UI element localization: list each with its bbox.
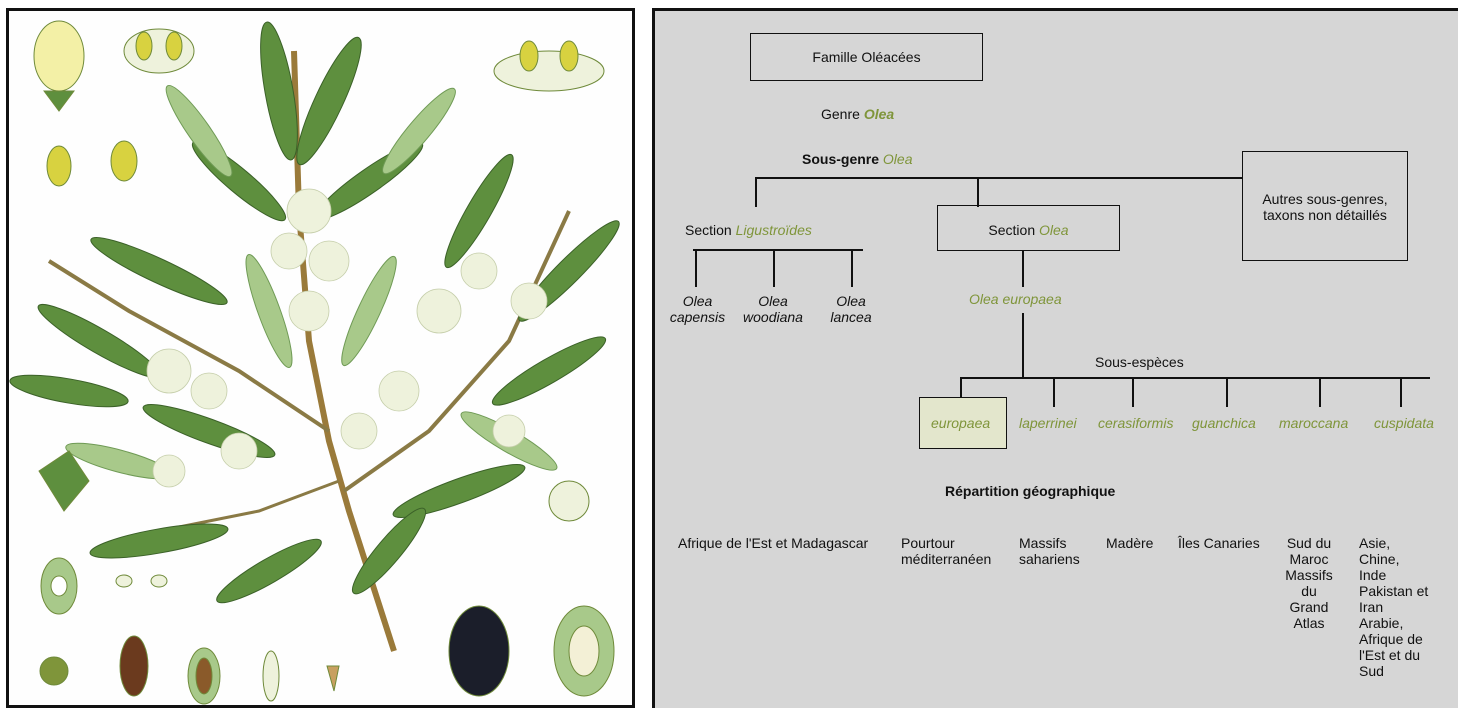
- region-asie: Asie, Chine, Inde Pakistan et Iran Arabi…: [1359, 535, 1428, 679]
- connector: [1053, 377, 1055, 407]
- connector: [773, 249, 775, 287]
- connector: [1400, 377, 1402, 407]
- region-sahara: Massifs sahariens: [1019, 535, 1080, 567]
- olive-illustration-panel: [6, 8, 635, 708]
- region-afrique-est: Afrique de l'Est et Madagascar: [678, 535, 868, 551]
- connector: [693, 249, 863, 251]
- region-mediterranee: Pourtour méditerranéen: [901, 535, 991, 567]
- connector: [695, 249, 697, 287]
- species-lancea: Olea lancea: [821, 293, 881, 325]
- connector: [1022, 313, 1024, 377]
- connector: [960, 377, 962, 397]
- section-olea-name: Olea: [1039, 222, 1069, 238]
- section-lig-name: Ligustroïdes: [736, 222, 812, 238]
- classification-diagram: Famille Oléacées Genre Olea Sous-genre O…: [652, 8, 1458, 708]
- autres-label: Autres sous-genres, taxons non détaillés: [1242, 191, 1408, 223]
- region-madere: Madère: [1106, 535, 1153, 551]
- subspecies-guanchica: guanchica: [1192, 415, 1256, 431]
- species-capensis: Olea capensis: [665, 293, 730, 325]
- genre-prefix: Genre: [821, 106, 864, 122]
- genre-label: Genre Olea: [821, 106, 894, 122]
- subspecies-cerasiformis: cerasiformis: [1098, 415, 1173, 431]
- connector: [851, 249, 853, 287]
- sousgenre-label: Sous-genre Olea: [802, 151, 912, 167]
- genre-name: Olea: [864, 106, 894, 122]
- sousgenre-prefix: Sous-genre: [802, 151, 883, 167]
- famille-label: Famille Oléacées: [750, 49, 983, 65]
- connector: [1022, 251, 1024, 287]
- connector: [755, 177, 1242, 179]
- sousgenre-name: Olea: [883, 151, 913, 167]
- olea-europaea-label: Olea europaea: [969, 291, 1062, 307]
- subspecies-laperrinei: laperrinei: [1019, 415, 1077, 431]
- section-olea-prefix: Section: [988, 222, 1039, 238]
- subspecies-europaea: europaea: [931, 415, 990, 431]
- olive-branch-illustration: [9, 11, 632, 705]
- section-lig-prefix: Section: [685, 222, 736, 238]
- section-ligustroides-label: Section Ligustroïdes: [685, 222, 812, 238]
- repartition-title: Répartition géographique: [945, 483, 1115, 499]
- subspecies-maroccana: maroccana: [1279, 415, 1348, 431]
- region-canaries: Îles Canaries: [1178, 535, 1260, 551]
- connector: [755, 177, 757, 207]
- connector: [977, 177, 979, 207]
- sous-especes-label: Sous-espèces: [1095, 354, 1184, 370]
- connector: [1319, 377, 1321, 407]
- connector: [1132, 377, 1134, 407]
- region-maroc: Sud du Maroc Massifs du Grand Atlas: [1281, 535, 1337, 631]
- section-olea-label: Section Olea: [937, 222, 1120, 238]
- connector: [960, 377, 1430, 379]
- species-woodiana: Olea woodiana: [738, 293, 808, 325]
- connector: [1226, 377, 1228, 407]
- subspecies-cuspidata: cuspidata: [1374, 415, 1434, 431]
